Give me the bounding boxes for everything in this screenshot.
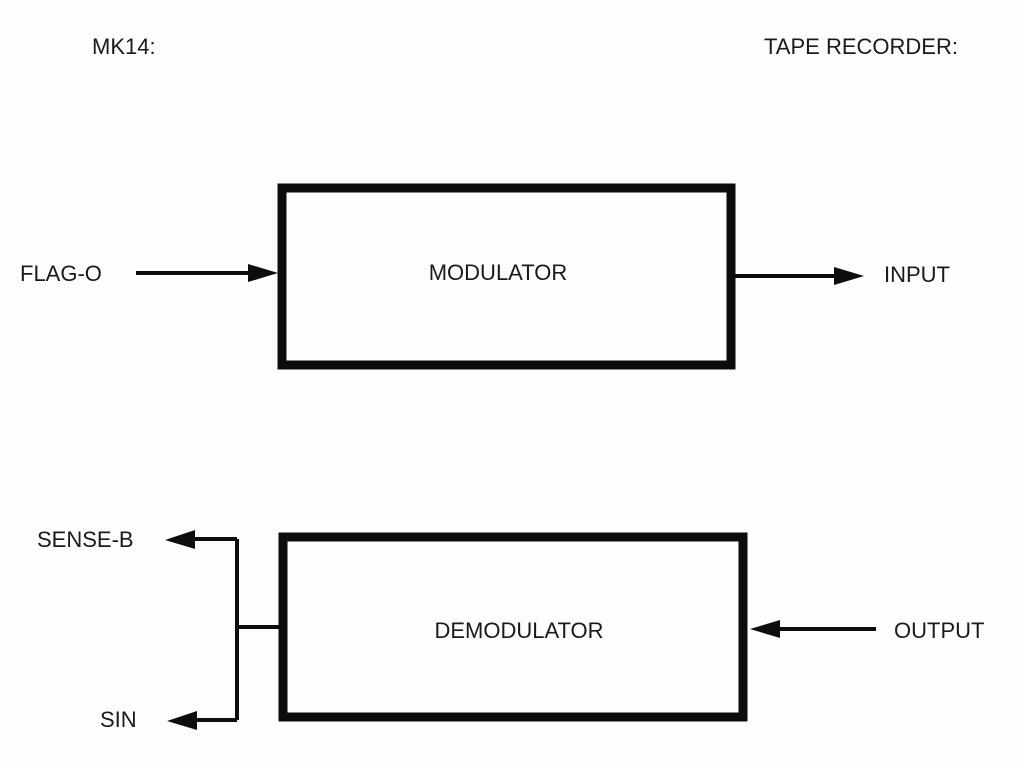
- tape-recorder-heading: TAPE RECORDER:: [764, 34, 958, 59]
- input-label: INPUT: [884, 262, 950, 287]
- demodulator-label: DEMODULATOR: [434, 618, 603, 643]
- modulator-label: MODULATOR: [429, 260, 568, 285]
- demodulator-output-bus: [165, 530, 279, 730]
- arrowhead-icon: [167, 711, 197, 730]
- input-arrow: [735, 267, 864, 285]
- arrowhead-icon: [165, 530, 195, 549]
- modulator-box: [277, 183, 736, 370]
- sense-b-label: SENSE-B: [37, 527, 134, 552]
- arrowhead-icon: [834, 267, 864, 285]
- modulator-block: MODULATOR: [277, 183, 736, 370]
- demodulator-block: DEMODULATOR: [278, 532, 748, 722]
- flag-out-label: FLAG-O: [20, 261, 102, 286]
- output-arrow: [750, 620, 876, 638]
- mk14-heading: MK14:: [92, 34, 156, 59]
- output-label: OUTPUT: [894, 618, 984, 643]
- arrowhead-icon: [750, 620, 780, 638]
- sin-label: SIN: [100, 707, 137, 732]
- flag-out-arrow: [136, 264, 278, 282]
- arrowhead-icon: [248, 264, 278, 282]
- demodulator-box: [278, 532, 748, 722]
